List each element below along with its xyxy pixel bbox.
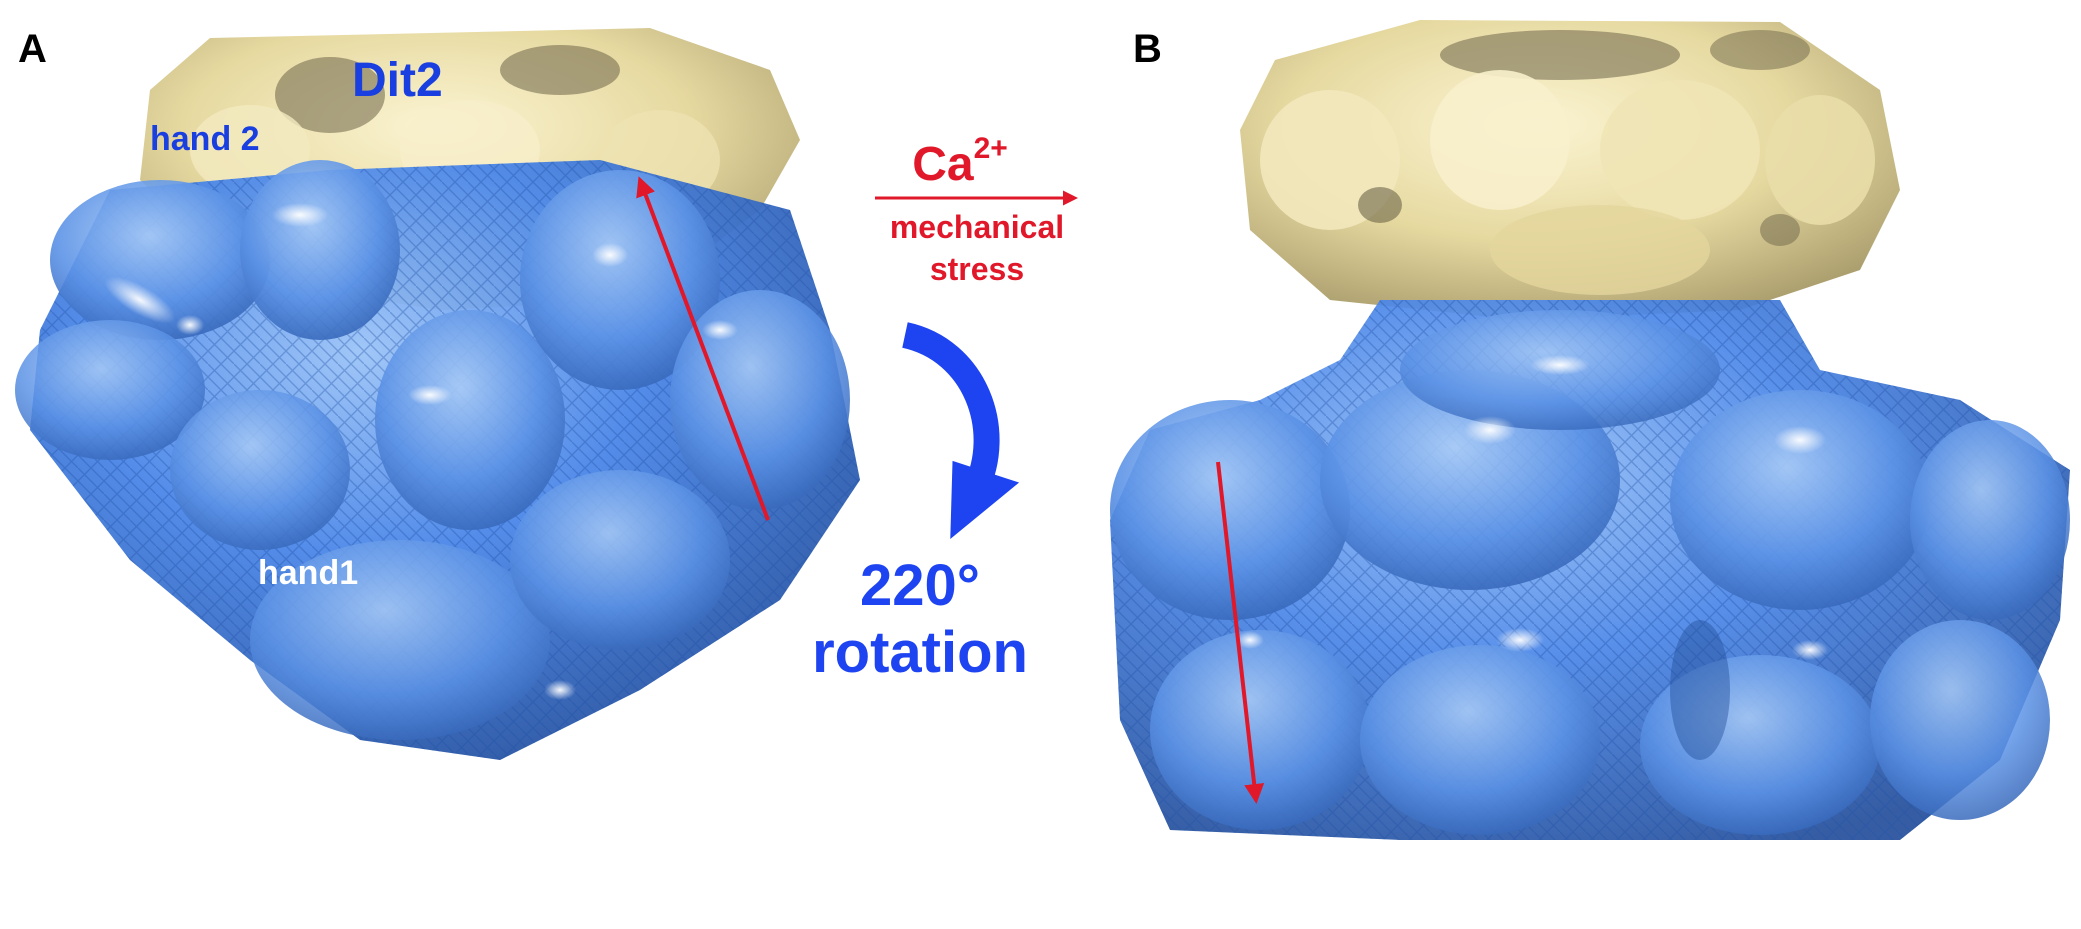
transition: Ca2+ mechanical stress 220° rotation [812,132,1078,685]
dit2-label: Dit2 [352,54,443,107]
dit2-domain-b [1240,20,1900,320]
curved-rotation-arrow-icon [901,322,1020,540]
baseplate-body-b [1110,300,2070,840]
calcium-charge: 2+ [974,132,1008,165]
panel-a-letter: A [18,27,47,71]
rotation-angle: 220° [860,553,980,618]
hand2-label: hand 2 [150,120,260,158]
axis-arrow-icon [636,176,770,521]
panel-a: A Dit2 hand 2 hand1 [15,27,860,760]
stress-line-1: mechanical [890,209,1064,245]
stress-line-2: stress [930,251,1024,287]
panel-b: B [1110,20,2070,840]
axis-arrow-icon [1216,461,1265,804]
calcium-base: Ca [912,138,974,191]
calcium-ion-label: Ca2+ [912,132,1008,191]
hand1-label: hand1 [258,554,358,592]
baseplate-body-a [15,160,860,760]
rotation-word: rotation [812,620,1028,685]
panel-b-letter: B [1133,27,1162,71]
